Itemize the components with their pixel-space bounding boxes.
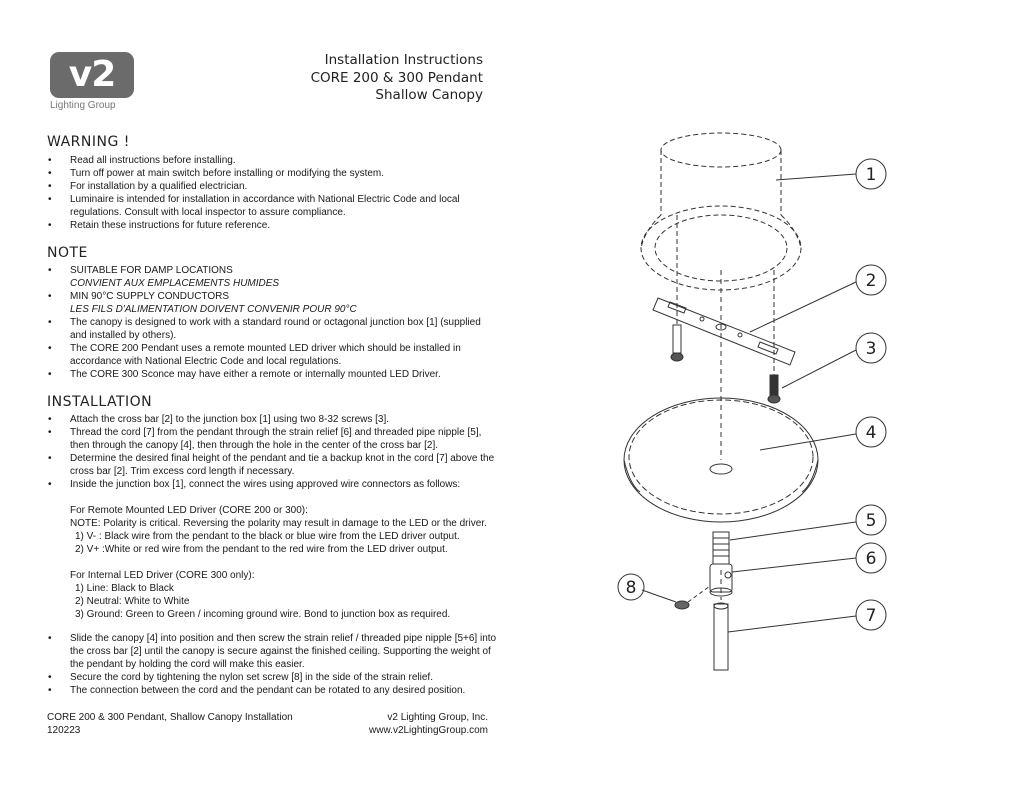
footer-right: v2 Lighting Group, Inc. www.v2LightingGr… [369,711,488,737]
callout-label: 5 [866,511,877,531]
internal-title: For Internal LED Driver (CORE 300 only): [70,570,255,581]
callout-circle [855,504,887,536]
callout-label: 2 [866,271,877,291]
footer-code: 120223 [47,725,81,736]
wiring-line: 1) V- : Black wire from the pendant to t… [75,531,460,542]
installation-heading: INSTALLATION [47,394,153,410]
warning-heading: WARNING ! [47,134,130,150]
footer-company: v2 Lighting Group, Inc. [387,712,488,723]
installation-list: Attach the cross bar [2] to the junction… [47,413,497,491]
cross-bar [652,297,796,366]
list-item: Attach the cross bar [2] to the junction… [47,413,497,426]
callout-label: 6 [866,549,877,569]
list-item: For installation by a qualified electric… [47,180,497,193]
callout-label: 1 [866,165,877,185]
brand-logo: v2 Lighting Group [50,52,136,112]
callout-circle [855,416,887,448]
callout-label: 8 [626,578,637,598]
set-screw [674,585,711,610]
threaded-pipe-nipple [712,531,730,565]
list-item: Turn off power at main switch before ins… [47,167,497,180]
note-text: MIN 90°C SUPPLY CONDUCTORS [70,291,230,302]
screw-right [767,374,781,404]
callout-label: 4 [866,423,877,443]
footer-website: www.v2LightingGroup.com [369,725,488,736]
list-item: Read all instructions before installing. [47,154,497,167]
list-item: Slide the canopy [4] into position and t… [47,632,497,671]
title-line: Installation Instructions [324,52,483,68]
remote-driver-block: For Remote Mounted LED Driver (CORE 200 … [70,504,487,556]
warning-list: Read all instructions before installing.… [47,154,497,232]
callout-circle [855,542,887,574]
callout-circle [855,599,887,631]
callout-label: 7 [866,606,877,626]
footer-left: CORE 200 & 300 Pendant, Shallow Canopy I… [47,711,293,737]
note-french: CONVIENT AUX EMPLACEMENTS HUMIDES [70,278,280,289]
list-item: The connection between the cord and the … [47,684,497,697]
leader-line [775,173,857,181]
list-item: Determine the desired final height of th… [47,452,497,478]
list-item: Inside the junction box [1], connect the… [47,478,497,491]
installation-list-continued: Slide the canopy [4] into position and t… [47,632,497,697]
list-item: Retain these instructions for future ref… [47,219,497,232]
callout-circle [855,332,887,364]
wiring-line: 2) Neutral: White to White [75,596,190,607]
list-item: The canopy is designed to work with a st… [47,316,497,342]
canopy [623,397,819,523]
leader-line [759,433,857,451]
logo-mark: v2 [50,52,134,98]
remote-note: NOTE: Polarity is critical. Reversing th… [70,518,487,529]
list-item: The CORE 300 Sconce may have either a re… [47,368,497,381]
note-text: SUITABLE FOR DAMP LOCATIONS [70,265,233,276]
leader-line [727,615,857,633]
list-item: Luminaire is intended for installation i… [47,193,497,219]
note-french: LES FILS D'ALIMENTATION DOIVENT CONVENIR… [70,304,357,315]
leader-line [749,281,857,333]
list-item: The CORE 200 Pendant uses a remote mount… [47,342,497,368]
list-item: MIN 90°C SUPPLY CONDUCTORS LES FILS D'AL… [47,290,497,316]
document-title: Installation Instructions CORE 200 & 300… [311,52,483,105]
list-item: Thread the cord [7] from the pendant thr… [47,426,497,452]
wiring-line: 2) V+ :White or red wire from the pendan… [75,544,448,555]
cord [713,602,729,671]
leader-line [781,349,857,389]
title-line: Shallow Canopy [375,87,483,103]
note-heading: NOTE [47,245,88,261]
junction-box [640,132,802,291]
screw-left [670,324,684,362]
remote-title: For Remote Mounted LED Driver (CORE 200 … [70,505,308,516]
title-line: CORE 200 & 300 Pendant [310,69,483,86]
note-list: SUITABLE FOR DAMP LOCATIONS CONVIENT AUX… [47,264,497,381]
strain-relief [709,563,733,597]
internal-driver-block: For Internal LED Driver (CORE 300 only):… [70,569,450,621]
list-item: SUITABLE FOR DAMP LOCATIONS CONVIENT AUX… [47,264,497,290]
leader-line [641,589,677,603]
callout-circle [855,264,887,296]
leader-line [731,557,857,573]
leader-line [729,521,857,541]
wiring-line: 3) Ground: Green to Green / incoming gro… [75,609,451,620]
wiring-line: 1) Line: Black to Black [75,583,174,594]
callout-label: 3 [866,339,877,359]
footer-product: CORE 200 & 300 Pendant, Shallow Canopy I… [47,712,293,723]
callout-circle [855,158,887,190]
exploded-assembly-diagram: 1 2 3 4 5 6 7 8 [617,132,887,671]
logo-subtitle: Lighting Group [50,100,116,111]
list-item: Secure the cord by tightening the nylon … [47,671,497,684]
callout-circle [617,573,645,601]
